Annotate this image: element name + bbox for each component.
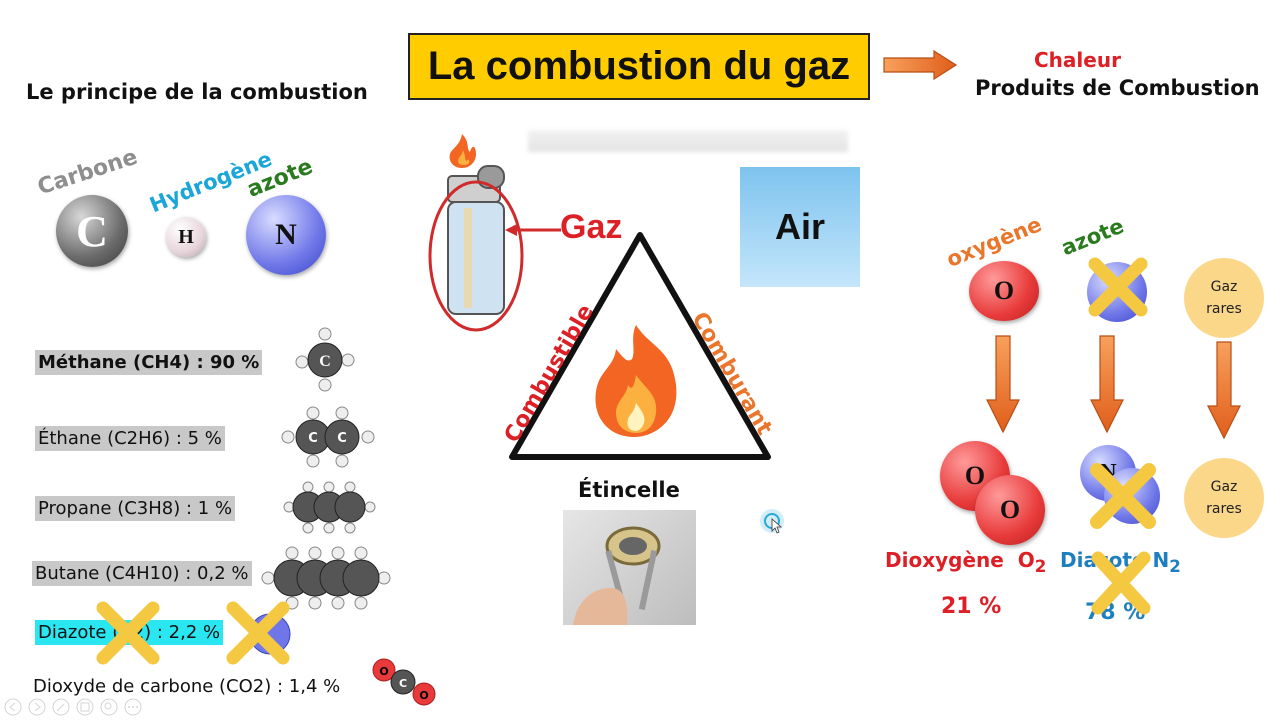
spark-photo: [563, 510, 696, 625]
composition-ethane: Éthane (C2H6) : 5 %: [35, 426, 225, 451]
rare-gases-top: Gaz rares: [1184, 258, 1264, 338]
zoom-icon[interactable]: [100, 698, 118, 716]
down-arrow-icon: [986, 335, 1020, 434]
svg-text:C: C: [319, 353, 331, 370]
hydrogen-atom-icon: H: [166, 217, 206, 257]
fire-triangle: Combustible Comburant: [500, 232, 777, 460]
dioxygen-atom-2-icon: O: [975, 475, 1045, 545]
subtitle: Le principe de la combustion: [26, 80, 368, 104]
methane-molecule-icon: C: [295, 327, 355, 392]
spark-label: Étincelle: [578, 478, 680, 502]
air-box: Air: [740, 167, 860, 287]
down-arrow-icon: [1090, 335, 1124, 434]
carbon-atom-icon: C: [56, 195, 128, 267]
rare-gases-bottom: Gaz rares: [1184, 458, 1264, 538]
slides-grid-icon[interactable]: [76, 698, 94, 716]
composition-co2: Dioxyde de carbone (CO2) : 1,4 %: [33, 676, 341, 697]
pen-icon[interactable]: [52, 698, 70, 716]
propane-molecule-icon: [283, 481, 376, 534]
heat-label: Chaleur: [1034, 48, 1121, 72]
composition-butane: Butane (C4H10) : 0,2 %: [32, 561, 252, 586]
dioxygen-label: Dioxygène O2: [885, 548, 1047, 576]
presentation-controls[interactable]: [4, 698, 142, 716]
oxygen-atom-icon: O: [969, 261, 1039, 321]
svg-text:O: O: [379, 665, 388, 678]
gas-pointer-arrow-icon: [505, 224, 561, 236]
svg-text:O: O: [419, 689, 428, 702]
svg-text:C: C: [308, 431, 318, 446]
svg-text:C: C: [337, 431, 347, 446]
svg-text:C: C: [399, 677, 407, 690]
products-label: Produits de Combustion: [975, 76, 1260, 100]
oxygen-percent: 21 %: [941, 594, 1002, 619]
butane-molecule-icon: [261, 546, 391, 610]
igniter-icon: [573, 526, 661, 625]
composition-methane: Méthane (CH4) : 90 %: [35, 350, 263, 375]
composition-propane: Propane (C3H8) : 1 %: [35, 496, 236, 521]
cross-mark-icon: [226, 601, 290, 665]
cross-mark-icon: [1090, 463, 1156, 529]
gas-label: Gaz: [560, 208, 623, 246]
lighter-icon: [428, 134, 524, 332]
cursor-indicator-icon: [760, 509, 784, 534]
faded-banner: [528, 130, 848, 152]
cross-mark-icon: [1088, 257, 1148, 317]
previous-slide-icon[interactable]: [4, 698, 22, 716]
nitrogen-atom-icon: N: [246, 195, 326, 275]
cross-mark-icon: [1091, 551, 1151, 615]
more-options-icon[interactable]: [124, 698, 142, 716]
co2-molecule-icon: O C O: [372, 658, 436, 706]
next-slide-icon[interactable]: [28, 698, 46, 716]
carbon-label: Carbone: [34, 144, 141, 201]
flame-icon: [595, 325, 677, 437]
cross-mark-icon: [96, 601, 160, 665]
down-arrow-icon: [1207, 341, 1241, 440]
page-title: La combustion du gaz: [408, 33, 870, 100]
output-arrow-icon: [883, 50, 958, 80]
